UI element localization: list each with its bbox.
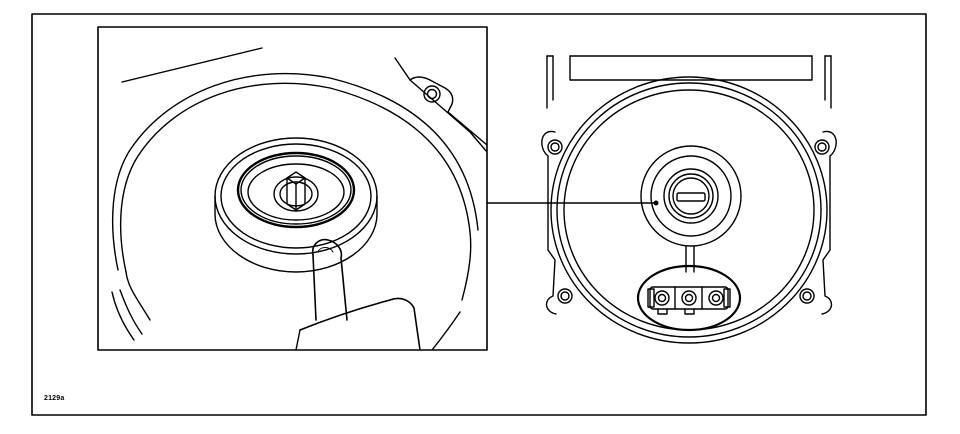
detail-view-frame [97, 26, 488, 351]
figure-border [31, 13, 927, 416]
device-view [541, 55, 837, 344]
detail-view [97, 26, 488, 351]
figure-id-label: 2129a [44, 395, 65, 402]
leader-dot [653, 200, 659, 206]
